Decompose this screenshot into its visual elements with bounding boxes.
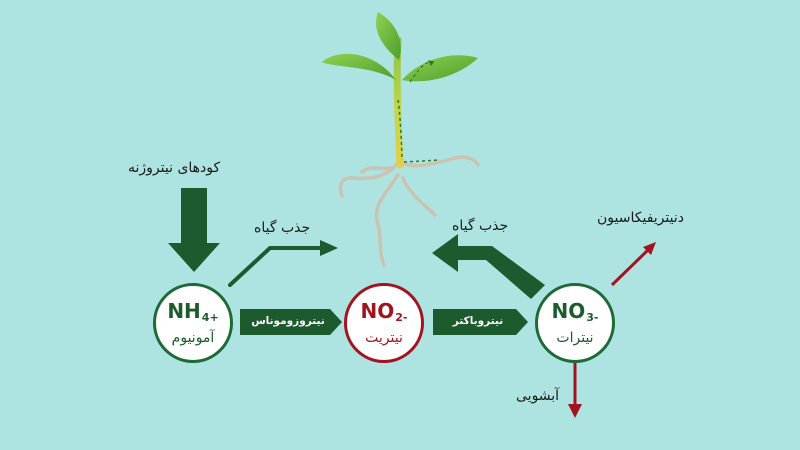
nitrate-symbol: NO3- [551, 299, 599, 324]
plant-illustration [322, 12, 480, 267]
ammonium-node: NH4+ آمونیوم [153, 283, 233, 363]
plant-leaf [322, 53, 396, 80]
leaching-label: آبشویی [516, 388, 560, 404]
ammonium-symbol: NH4+ [167, 299, 219, 324]
ammonium-name: آمونیوم [171, 330, 215, 346]
nitrite-symbol: NO2- [360, 299, 408, 324]
denitrification-label: دنیتریفیکاسیون [597, 210, 684, 226]
nitrite-node: NO2- نیتریت [344, 283, 424, 363]
right-uptake-label: جذب گیاه [452, 218, 509, 234]
right-uptake-arrow [432, 234, 545, 299]
left-uptake-arrow [228, 246, 330, 287]
plant-leaf [376, 12, 401, 60]
nitrosomonas-band [240, 309, 342, 335]
nitrate-name: نیترات [556, 330, 594, 346]
nitrate-node: NO3- نیترات [535, 283, 615, 363]
denitrification-arrow [610, 242, 656, 287]
nitrobacter-band [433, 309, 528, 335]
plant-leaf [402, 55, 478, 82]
nitrosomonas-label: نیتروزوموناس [251, 315, 325, 327]
nitrobacter-label: نیتروباکتر [452, 315, 504, 327]
leaching-arrow [568, 362, 582, 418]
nitrite-name: نیتریت [365, 330, 403, 346]
fertilizer-input-arrow [168, 188, 220, 272]
left-uptake-label: جذب گیاه [254, 220, 311, 236]
plant-roots [338, 155, 480, 267]
fertilizer-label: کودهای نیتروژنه [128, 160, 221, 176]
